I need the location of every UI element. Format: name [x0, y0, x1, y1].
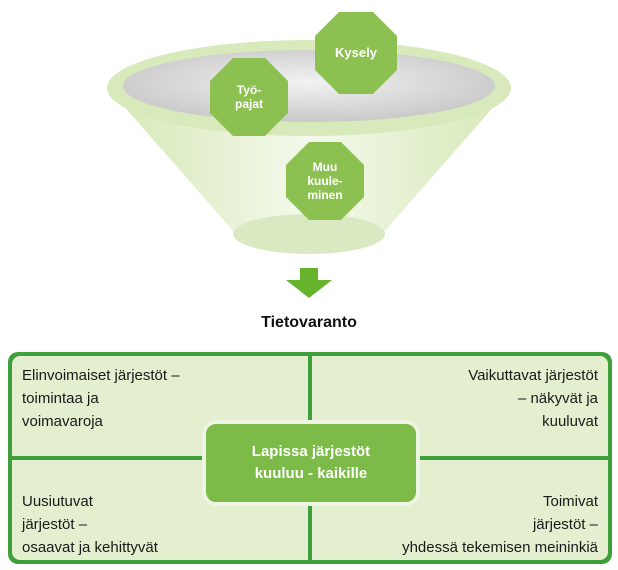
quadrant-top-right-text: Vaikuttavat järjestöt – näkyvät ja kuulu…	[468, 367, 598, 430]
octagon-label-tyopajat: Työ- pajat	[234, 83, 263, 111]
quadrant-matrix: Elinvoimaiset järjestöt – toimintaa ja v…	[8, 352, 612, 564]
octagon-kysely	[315, 12, 397, 94]
quadrant-top-left-text: Elinvoimaiset järjestöt – toimintaa ja v…	[22, 367, 180, 430]
funnel-bottom	[233, 214, 385, 254]
quadrant-top-right: Vaikuttavat järjestöt – näkyvät ja kuulu…	[312, 356, 608, 456]
quadrant-bottom-right-text: Toimivat järjestöt – yhdessä tekemisen m…	[402, 493, 598, 556]
quadrant-bottom-right: Toimivat järjestöt – yhdessä tekemisen m…	[312, 460, 608, 560]
quadrant-bottom-left-text: Uusiutuvat järjestöt – osaavat ja kehitt…	[22, 493, 158, 556]
center-statement: Lapissa järjestöt kuuluu - kaikille	[202, 420, 420, 506]
quadrant-bottom-left: Uusiutuvat järjestöt – osaavat ja kehitt…	[12, 460, 308, 560]
octagon-label-kysely: Kysely	[335, 45, 377, 60]
funnel-diagram	[107, 12, 511, 298]
funnel-bowl	[123, 50, 495, 122]
down-arrow	[286, 268, 332, 298]
octagon-label-muu: Muu kuule- minen	[307, 160, 343, 202]
output-label: Tietovaranto	[261, 314, 357, 331]
octagon-muu	[286, 142, 364, 220]
octagon-tyopajat	[210, 58, 288, 136]
center-statement-text: Lapissa järjestöt kuuluu - kaikille	[251, 443, 371, 482]
quadrant-top-left: Elinvoimaiset järjestöt – toimintaa ja v…	[12, 356, 308, 456]
